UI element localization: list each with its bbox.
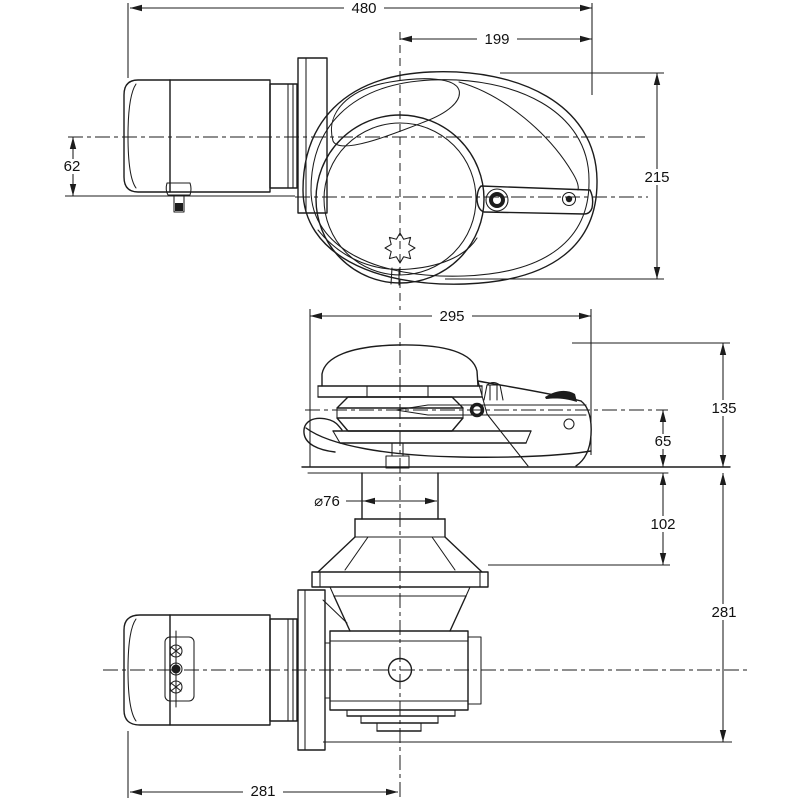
dim-front-housing-width: 295 — [310, 308, 591, 325]
dim-housing-width: 215 — [640, 73, 674, 279]
dim-housing-length-label: 199 — [484, 31, 509, 48]
dim-housing-length: 199 — [400, 31, 592, 48]
mounting-plate-side-view — [297, 57, 328, 214]
dim-motor-center-offset: 62 — [58, 137, 86, 196]
dim-above-deck-height: 135 — [706, 343, 741, 467]
below-deck-assembly — [297, 472, 489, 751]
dim-below-deck-depth-label: 281 — [711, 604, 736, 621]
dim-housing-width-label: 215 — [644, 169, 669, 186]
side-view: 480 199 62 215 — [58, 0, 674, 310]
control-head — [483, 381, 504, 401]
terminal-block — [164, 630, 195, 708]
side-view-centerlines — [68, 72, 648, 310]
dim-motor-to-center: 281 — [130, 783, 398, 800]
motor-front-view — [123, 614, 298, 726]
chain-pipe-cover — [477, 380, 592, 467]
dim-chain-centerline-height: 65 — [650, 410, 677, 467]
dim-shaft-diameter-label: ⌀76 — [314, 493, 340, 510]
windlass-housing-side-view — [302, 71, 598, 286]
dim-chain-centerline-height-label: 65 — [655, 433, 672, 450]
front-view-centerlines — [103, 323, 748, 798]
side-view-extension-lines — [65, 3, 664, 280]
dim-front-housing-width-label: 295 — [439, 308, 464, 325]
gypsy-assembly-front-view — [301, 344, 731, 474]
star-knob — [384, 232, 416, 264]
dim-deck-to-flange-label: 102 — [650, 516, 675, 533]
gearbox — [324, 630, 482, 732]
dim-deck-to-flange: 102 — [646, 473, 681, 565]
dim-motor-center-offset-label: 62 — [64, 158, 81, 175]
drain-plug — [165, 182, 192, 213]
dim-overall-length: 480 — [130, 0, 592, 17]
dim-below-deck-depth: 281 — [706, 473, 742, 742]
motor-side-view — [123, 79, 298, 213]
dim-motor-to-center-label: 281 — [250, 783, 275, 800]
front-view: 295 135 65 102 281 2 — [103, 308, 748, 800]
clutch-bracket — [476, 185, 594, 215]
dim-above-deck-height-label: 135 — [711, 400, 736, 417]
dim-overall-length-label: 480 — [351, 0, 376, 17]
dim-shaft-diameter: ⌀76 — [308, 492, 437, 510]
